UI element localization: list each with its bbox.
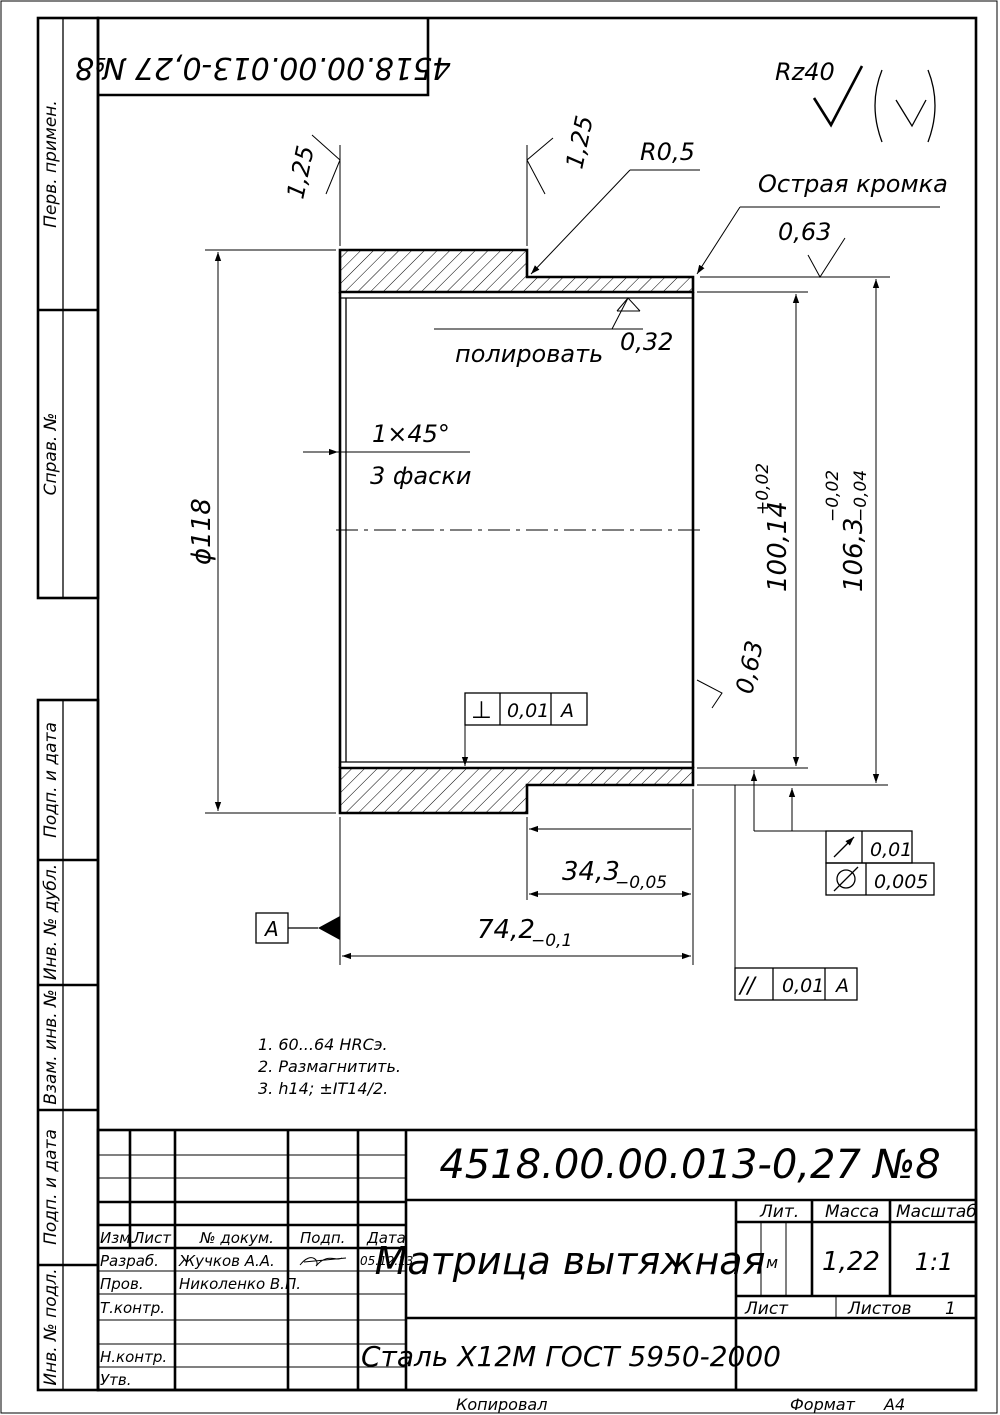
parallelism-frame: // 0,01 A bbox=[734, 785, 858, 1001]
dim-diameter-text: ϕ118 bbox=[187, 498, 217, 565]
tb-role-0: Разраб. bbox=[100, 1252, 159, 1270]
side-label-inv-dubl: Инв. № дубл. bbox=[41, 864, 61, 980]
parallel-value: 0,01 bbox=[782, 975, 824, 997]
tb-material: Сталь Х12М ГОСТ 5950-2000 bbox=[361, 1340, 781, 1373]
tb-col-data: Дата bbox=[366, 1229, 406, 1247]
tb-lit-value: м bbox=[766, 1253, 778, 1272]
tb-scale-label: Масштаб bbox=[896, 1202, 977, 1222]
section-bottom-hatch bbox=[340, 768, 693, 813]
side-label-podp-data-1: Подп. и дата bbox=[41, 722, 61, 838]
chamfer-roughness-marks: 1,25 1,25 bbox=[281, 113, 599, 246]
radius-leader: R0,5 bbox=[530, 138, 700, 275]
inner-dim-main: 100,14 bbox=[763, 501, 793, 592]
roughness-right-text: 0,63 bbox=[730, 638, 768, 696]
polish-text: полировать bbox=[455, 340, 603, 368]
tb-col-list: Лист bbox=[132, 1229, 172, 1247]
sharp-edge-text: Острая кромка bbox=[758, 170, 948, 198]
polish-note: полировать 0,32 bbox=[434, 297, 673, 368]
roughness-general-label: Rz40 bbox=[775, 58, 835, 86]
tb-col-podp: Подп. bbox=[300, 1229, 345, 1247]
length-total-tol: −0,1 bbox=[531, 931, 572, 951]
tb-designation: 4518.00.00.013-0,27 №8 bbox=[439, 1142, 940, 1188]
mirrored-stamp: 4518.00.00.013-0,27 №8 bbox=[75, 18, 451, 97]
chamfer-right-text: 1,25 bbox=[560, 113, 598, 171]
polish-roughness-text: 0,32 bbox=[620, 328, 673, 356]
tb-mass-label: Масса bbox=[825, 1202, 879, 1222]
tb-part-name: Матрица вытяжная bbox=[375, 1239, 766, 1283]
cyl-value: 0,005 bbox=[874, 871, 928, 893]
tb-name-1: Николенко В.П. bbox=[179, 1275, 301, 1293]
note-3: 3. h14; ±IT14/2. bbox=[258, 1079, 388, 1098]
stamp-mirrored-text: 4518.00.00.013-0,27 №8 bbox=[75, 50, 451, 85]
length-total-main: 74,2 bbox=[477, 915, 535, 945]
perp-symbol: ⊥ bbox=[471, 696, 492, 724]
outer-dim-tol-up: −0,02 bbox=[823, 470, 843, 522]
tb-date-0: 05.12.13 bbox=[360, 1254, 413, 1268]
tb-sheets-value: 1 bbox=[945, 1299, 956, 1319]
tb-name-0: Жучков А.А. bbox=[178, 1252, 275, 1270]
roughness-top: 0,63 bbox=[700, 218, 890, 278]
datum-label: A bbox=[263, 917, 279, 941]
tb-role-4: Утв. bbox=[100, 1371, 132, 1389]
footer-copied: Копировал bbox=[456, 1395, 547, 1414]
general-roughness: Rz40 bbox=[775, 58, 936, 143]
outer-dim-main: 106,3 bbox=[839, 518, 869, 592]
length-small-main: 34,3 bbox=[562, 857, 620, 887]
tb-lit-label: Лит. bbox=[759, 1202, 799, 1222]
roughness-right: 0,63 bbox=[696, 638, 769, 709]
outer-dim-tol-low: −0,04 bbox=[851, 470, 871, 522]
footer-format: Формат bbox=[790, 1395, 856, 1414]
tb-col-doc: № докум. bbox=[199, 1229, 274, 1247]
radius-text: R0,5 bbox=[640, 138, 695, 166]
roughness-top-text: 0,63 bbox=[778, 218, 831, 246]
length-small-tol: −0,05 bbox=[615, 873, 667, 893]
footer-format-value: А4 bbox=[883, 1395, 905, 1414]
side-label-perv-primen: Перв. примен. bbox=[41, 100, 61, 228]
inner-dim-tol: +0,02 bbox=[753, 463, 773, 515]
chamfer-count-text: 3 фаски bbox=[370, 462, 471, 490]
side-columns: Перв. примен. Справ. № Подп. и дата Инв.… bbox=[36, 16, 100, 1392]
tb-col-izm: Изм. bbox=[100, 1229, 135, 1247]
side-label-sprav-no: Справ. № bbox=[41, 413, 61, 496]
tb-sheets-label: Листов bbox=[847, 1299, 912, 1319]
tb-scale-value: 1:1 bbox=[915, 1248, 954, 1276]
tb-role-1: Пров. bbox=[100, 1275, 144, 1293]
perpendicularity-frame: ⊥ 0,01 A bbox=[461, 692, 588, 766]
sharp-edge-leader: Острая кромка bbox=[696, 170, 948, 275]
side-label-podp-data-2: Подп. и дата bbox=[41, 1129, 61, 1245]
runout-value: 0,01 bbox=[870, 839, 912, 861]
technical-notes: 1. 60...64 HRCэ. 2. Размагнитить. 3. h14… bbox=[258, 1035, 401, 1098]
datum-a: A bbox=[255, 912, 340, 944]
tb-mass-value: 1,22 bbox=[822, 1247, 880, 1277]
note-1: 1. 60...64 HRCэ. bbox=[258, 1035, 388, 1054]
dimension-diameter: ϕ118 bbox=[187, 249, 336, 814]
section-top-hatch bbox=[340, 250, 693, 292]
dimension-inner-height: 100,14 +0,02 bbox=[697, 291, 808, 769]
side-label-inv-podl: Инв. № подл. bbox=[41, 1268, 61, 1385]
title-block: 4518.00.00.013-0,27 №8 Матрица вытяжная … bbox=[96, 1128, 978, 1392]
runout-frames: 0,01 0,005 bbox=[750, 770, 935, 896]
chamfer-note: 1×45° 3 фаски bbox=[303, 420, 471, 490]
chamfer-size-text: 1×45° bbox=[372, 420, 450, 448]
perp-base: A bbox=[559, 700, 574, 722]
parallel-symbol: // bbox=[738, 974, 757, 999]
dimension-outer-height: 106,3 −0,02 −0,04 bbox=[697, 279, 888, 786]
tb-role-3: Н.контр. bbox=[100, 1348, 167, 1366]
side-label-vzam-inv: Взам. инв. № bbox=[41, 989, 61, 1104]
parallel-base: A bbox=[834, 975, 849, 997]
dimension-length-small: 34,3 −0,05 bbox=[526, 789, 694, 965]
tb-sheet-label: Лист bbox=[744, 1299, 789, 1319]
signature bbox=[299, 1257, 347, 1267]
perp-value: 0,01 bbox=[507, 700, 549, 722]
tb-role-2: Т.контр. bbox=[100, 1299, 165, 1317]
chamfer-left-text: 1,25 bbox=[281, 143, 319, 201]
note-2: 2. Размагнитить. bbox=[258, 1057, 401, 1076]
dimension-length-total: 74,2 −0,1 bbox=[339, 817, 691, 965]
